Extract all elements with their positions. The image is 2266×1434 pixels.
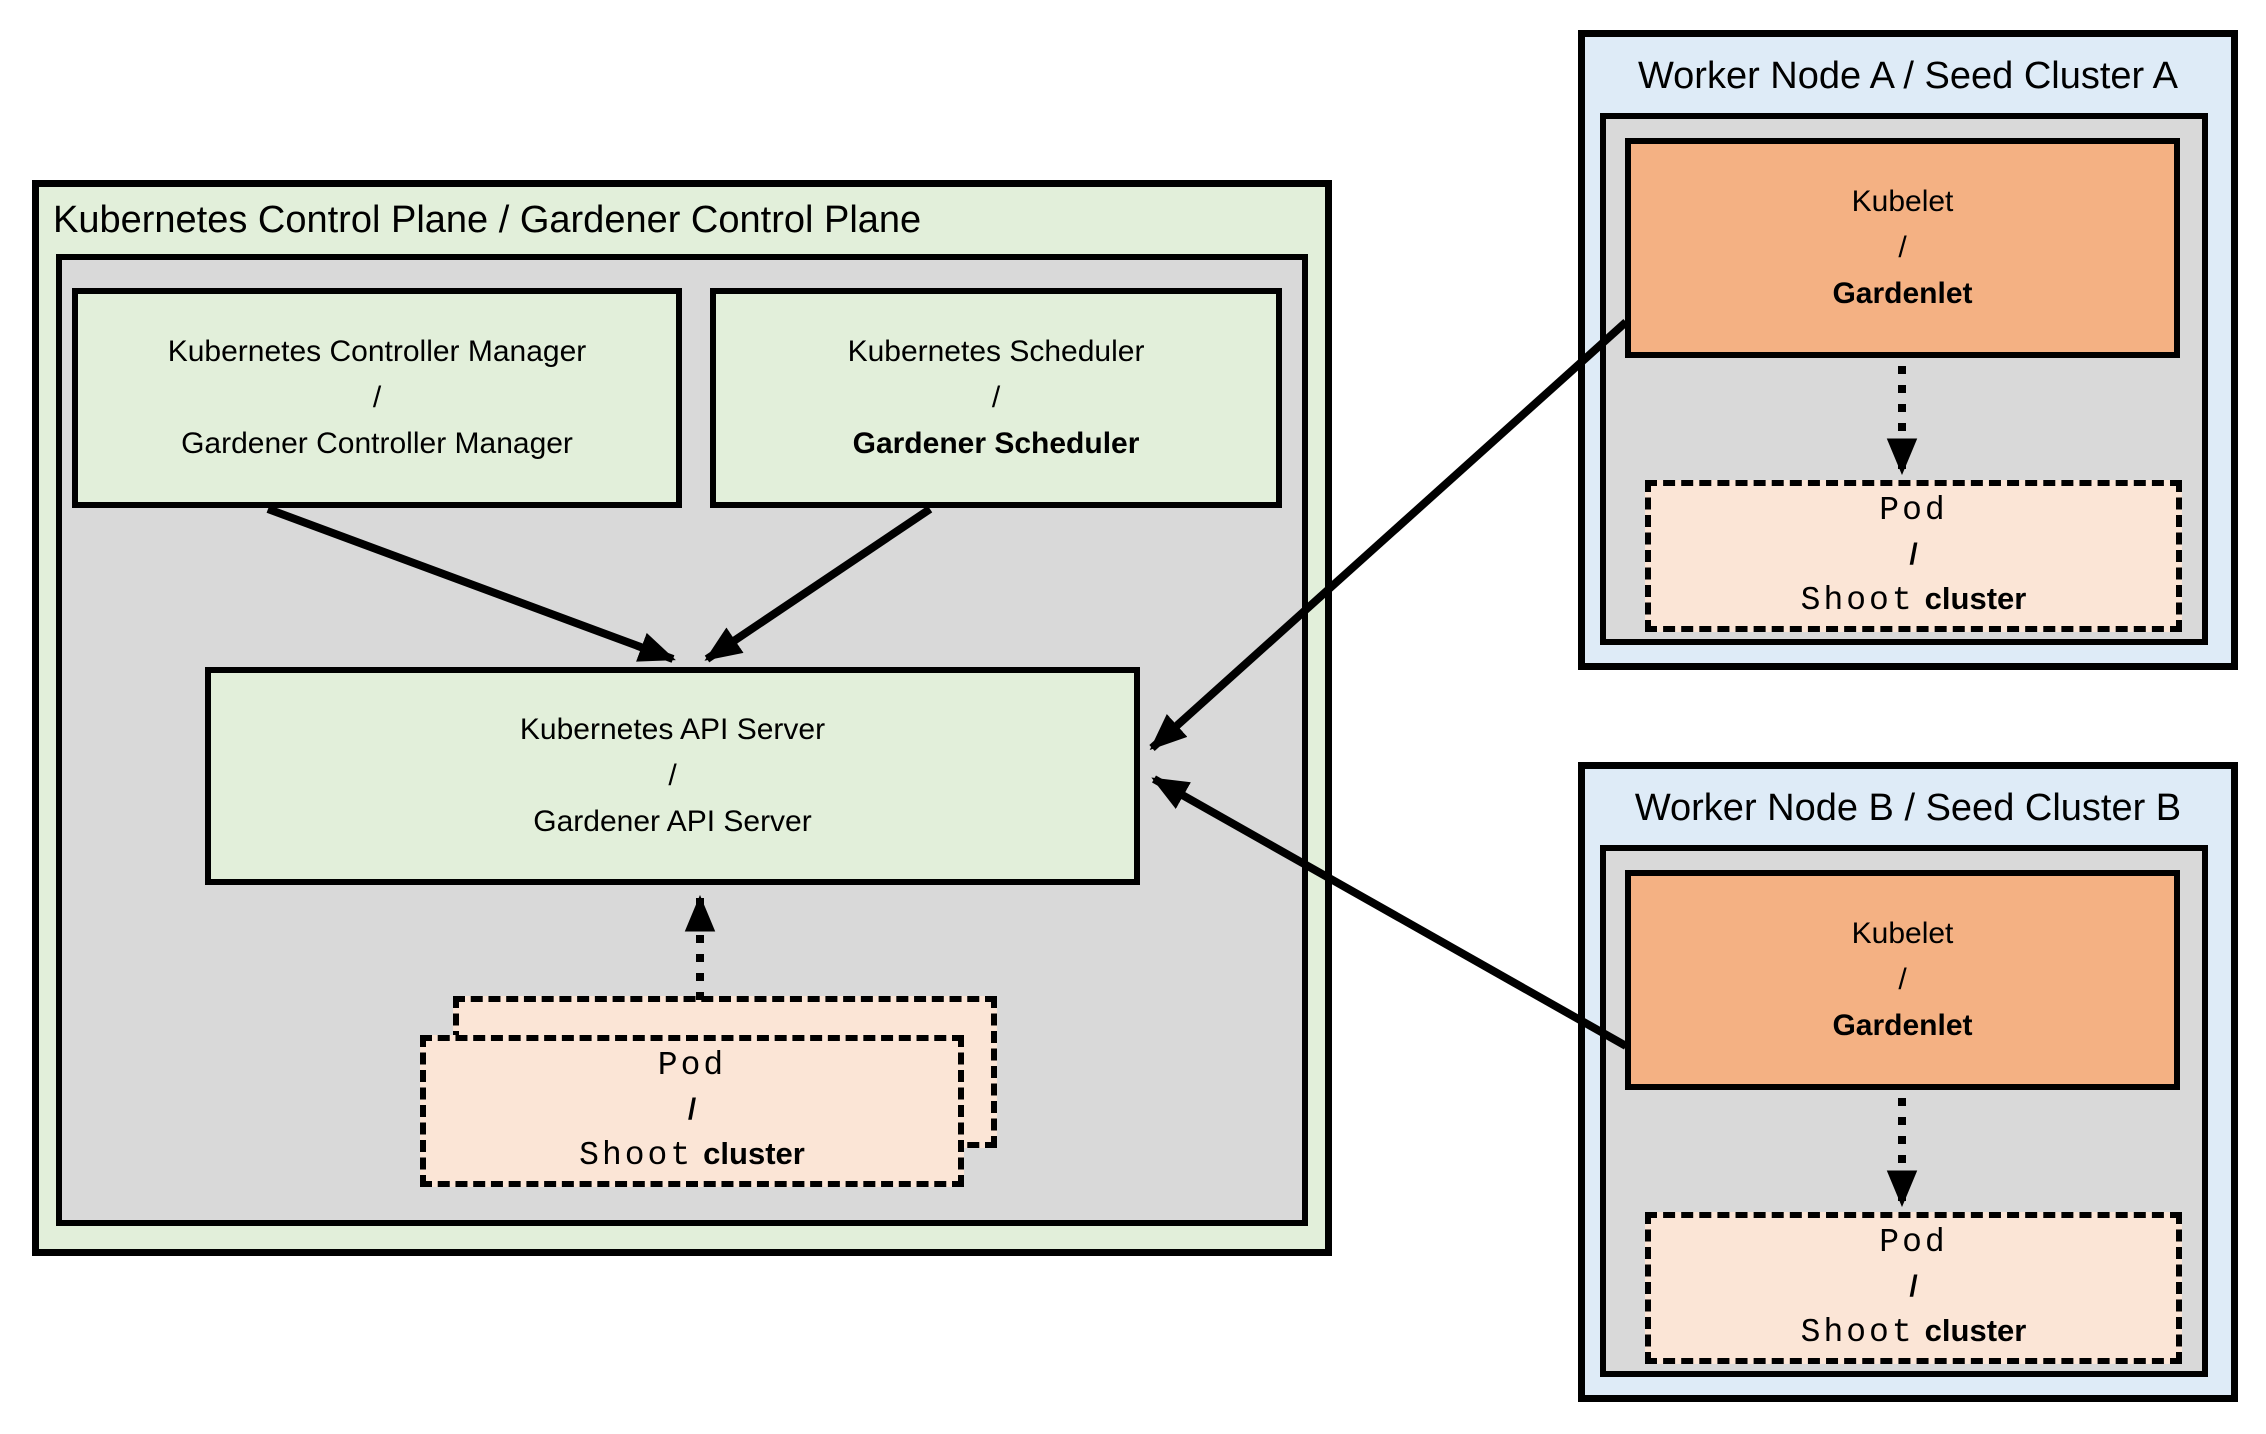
api-server-label-separator: / xyxy=(668,759,677,792)
pod-label-line1: Pod xyxy=(657,1047,727,1084)
worker-node-b-inner-panel: Kubelet / Gardenlet Pod / Shoot cluster xyxy=(1600,845,2208,1377)
pod-b-label-line1: Pod xyxy=(1879,1224,1948,1261)
pod-b-label-line2: Shoot cluster xyxy=(1801,1309,2027,1355)
kubelet-a-label-line1: Kubelet xyxy=(1851,185,1954,218)
pod-box-a: Pod / Shoot cluster xyxy=(1645,480,2182,632)
scheduler-label-line1: Kubernetes Scheduler xyxy=(847,335,1145,368)
kubelet-b-box: Kubelet / Gardenlet xyxy=(1625,870,2180,1090)
kubelet-b-label-separator: / xyxy=(1898,963,1907,996)
scheduler-label-separator: / xyxy=(991,381,1001,414)
worker-node-a-box: Worker Node A / Seed Cluster A Kubelet /… xyxy=(1578,30,2238,670)
pod-b-label-cluster: cluster xyxy=(1924,1313,2027,1348)
control-plane-inner-panel: Kubernetes Controller Manager / Gardener… xyxy=(56,254,1308,1226)
pod-box-front: Pod / Shoot cluster xyxy=(420,1035,964,1187)
worker-node-a-title: Worker Node A / Seed Cluster A xyxy=(1637,55,2178,97)
controller-manager-label-line2: Gardener Controller Manager xyxy=(181,427,573,460)
pod-stack: Pod / Shoot cluster xyxy=(420,996,997,1187)
worker-node-b-box: Worker Node B / Seed Cluster B Kubelet /… xyxy=(1578,762,2238,1402)
scheduler-box: Kubernetes Scheduler / Gardener Schedule… xyxy=(710,288,1282,508)
pod-a-label-line2: Shoot cluster xyxy=(1801,577,2027,623)
pod-a-label-shoot: Shoot xyxy=(1800,582,1915,619)
pod-label-separator: / xyxy=(687,1093,697,1126)
kubelet-a-label-line2: Gardenlet xyxy=(1832,277,1973,310)
kubelet-a-label-separator: / xyxy=(1898,231,1907,264)
api-server-label-line1: Kubernetes API Server xyxy=(519,713,826,746)
control-plane-title: Kubernetes Control Plane / Gardener Cont… xyxy=(53,199,922,241)
worker-node-b-title: Worker Node B / Seed Cluster B xyxy=(1634,787,2182,829)
scheduler-label-line2: Gardener Scheduler xyxy=(852,427,1140,460)
pod-a-label-line1: Pod xyxy=(1879,492,1948,529)
pod-label-shoot: Shoot xyxy=(579,1137,694,1174)
pod-label-line2: Shoot cluster xyxy=(579,1132,805,1178)
pod-a-label-cluster: cluster xyxy=(1924,581,2027,616)
api-server-box: Kubernetes API Server / Gardener API Ser… xyxy=(205,667,1140,885)
kubelet-b-label-line1: Kubelet xyxy=(1851,917,1954,950)
controller-manager-label-separator: / xyxy=(372,381,382,414)
control-plane-box: Kubernetes Control Plane / Gardener Cont… xyxy=(32,180,1332,1256)
pod-a-label-separator: / xyxy=(1909,538,1918,571)
kubelet-a-box: Kubelet / Gardenlet xyxy=(1625,138,2180,358)
api-server-label-line2: Gardener API Server xyxy=(533,805,812,838)
pod-b-label-shoot: Shoot xyxy=(1800,1314,1915,1351)
pod-b-label-separator: / xyxy=(1909,1270,1918,1303)
controller-manager-box: Kubernetes Controller Manager / Gardener… xyxy=(72,288,682,508)
controller-manager-label-line1: Kubernetes Controller Manager xyxy=(167,335,587,368)
pod-label-cluster: cluster xyxy=(703,1136,805,1171)
pod-box-b: Pod / Shoot cluster xyxy=(1645,1212,2182,1364)
kubelet-b-label-line2: Gardenlet xyxy=(1832,1009,1973,1042)
worker-node-a-inner-panel: Kubelet / Gardenlet Pod / Shoot cluster xyxy=(1600,113,2208,645)
